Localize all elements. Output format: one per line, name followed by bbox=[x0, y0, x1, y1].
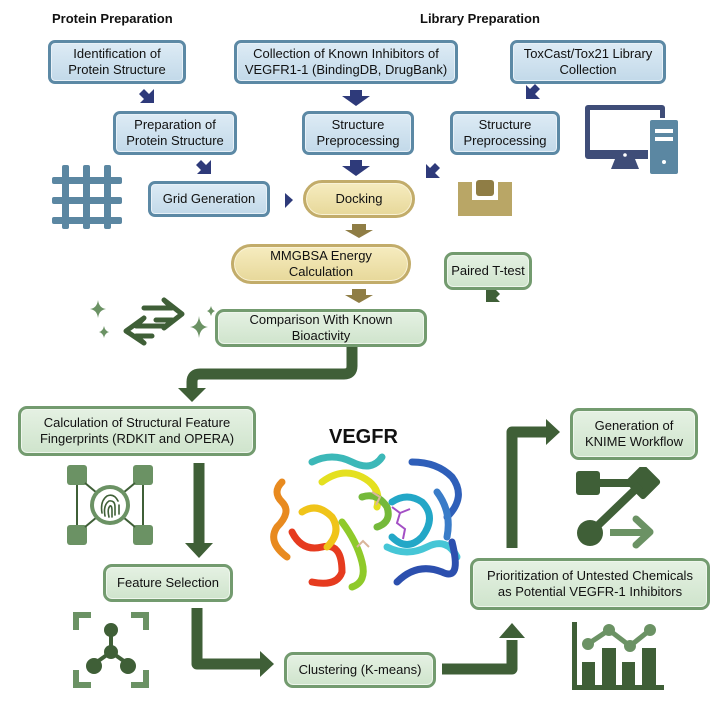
heading-library-preparation: Library Preparation bbox=[420, 11, 540, 26]
arrowhead-to-feature bbox=[185, 543, 213, 558]
arrow-ident-to-prep bbox=[139, 89, 154, 103]
ligand-box-icon bbox=[458, 180, 512, 216]
exchange-arrows-sparkle-icon bbox=[90, 297, 215, 346]
node-toxcast-collection[interactable]: ToxCast/Tox21 Library Collection bbox=[510, 40, 666, 84]
bar-line-chart-icon bbox=[572, 622, 664, 690]
arrowhead-to-fingerprints bbox=[178, 388, 206, 402]
arrow-prep-to-grid bbox=[196, 160, 211, 174]
node-preparation-protein[interactable]: Preparation of Protein Structure bbox=[113, 111, 237, 155]
node-grid-generation[interactable]: Grid Generation bbox=[148, 181, 270, 217]
node-collection-known-inhibitors[interactable]: Collection of Known Inhibitors of VEGFR1… bbox=[234, 40, 458, 84]
arrow-mmgbsa-to-comparison bbox=[345, 289, 373, 303]
connector-prioritization-to-knime bbox=[506, 426, 548, 548]
grid-icon bbox=[52, 165, 122, 229]
arrow-collection-to-structure bbox=[342, 90, 370, 106]
connector-clustering-to-prioritization bbox=[442, 640, 518, 675]
arrowhead-to-knime bbox=[546, 419, 560, 445]
connector-feature-to-clustering bbox=[191, 608, 262, 670]
heading-protein-preparation: Protein Preparation bbox=[52, 11, 173, 26]
arrow-structure-to-docking bbox=[342, 160, 370, 176]
node-paired-ttest[interactable]: Paired T-test bbox=[444, 252, 532, 290]
node-clustering[interactable]: Clustering (K-means) bbox=[284, 652, 436, 688]
arrowhead-to-clustering bbox=[260, 651, 274, 677]
node-identification[interactable]: Identification of Protein Structure bbox=[48, 40, 186, 84]
protein-label: VEGFR bbox=[329, 426, 398, 448]
node-fingerprints[interactable]: Calculation of Structural Feature Finger… bbox=[18, 406, 256, 456]
protein-ribbon-structure bbox=[270, 453, 462, 591]
node-prioritization[interactable]: Prioritization of Untested Chemicals as … bbox=[470, 558, 710, 610]
workflow-nodes-icon bbox=[576, 467, 661, 549]
node-feature-selection[interactable]: Feature Selection bbox=[103, 564, 233, 602]
arrowhead-to-prioritization bbox=[499, 623, 525, 638]
node-comparison-bioactivity[interactable]: Comparison With Known Bioactivity bbox=[215, 309, 427, 347]
arrow-toxcast-to-structure2 bbox=[526, 84, 540, 99]
node-mmgbsa[interactable]: MMGBSA Energy Calculation bbox=[231, 244, 411, 284]
connector-comparison-to-fingerprints bbox=[186, 346, 358, 390]
arrow-ttest-to-comparison bbox=[486, 286, 500, 302]
molecule-focus-icon bbox=[73, 612, 149, 688]
arrow-structure2-to-docking bbox=[426, 163, 440, 178]
node-structure-preprocessing-2[interactable]: Structure Preprocessing bbox=[450, 111, 560, 155]
node-structure-preprocessing-1[interactable]: Structure Preprocessing bbox=[302, 111, 414, 155]
fingerprint-network-icon bbox=[67, 465, 153, 545]
node-docking[interactable]: Docking bbox=[303, 180, 415, 218]
desktop-computer-icon bbox=[585, 105, 680, 175]
arrow-docking-to-mmgbsa bbox=[345, 224, 373, 238]
arrow-grid-to-docking bbox=[285, 193, 293, 208]
node-knime-workflow[interactable]: Generation of KNIME Workflow bbox=[570, 408, 698, 460]
